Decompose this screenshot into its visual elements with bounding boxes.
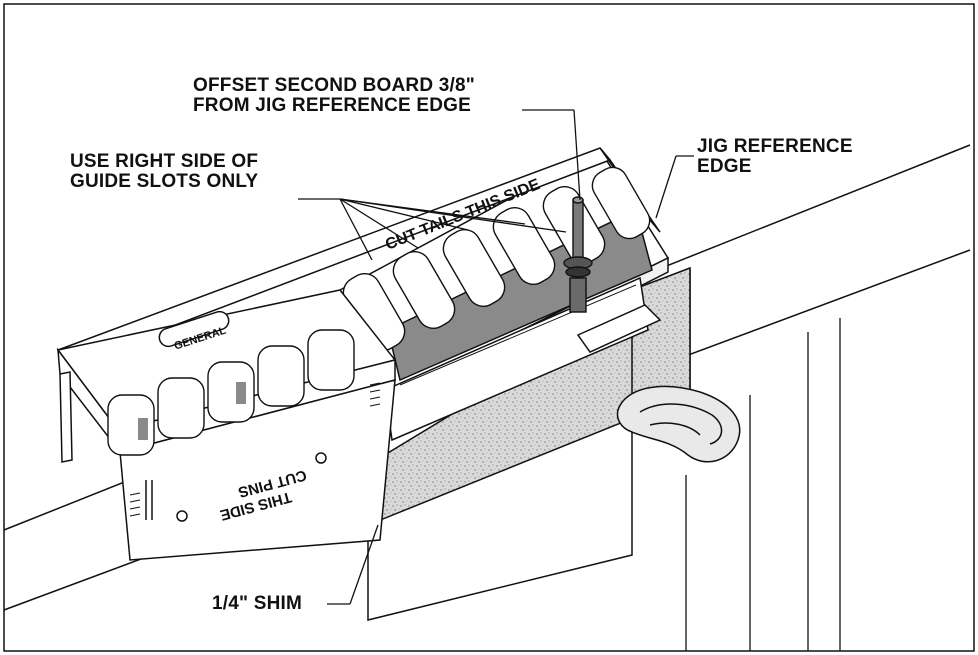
leader-lines [298, 109, 694, 605]
offset-callout: OFFSET SECOND BOARD 3/8" FROM JIG REFERE… [193, 76, 475, 116]
frame [3, 3, 975, 652]
offset-callout-line2: FROM JIG REFERENCE EDGE [193, 95, 472, 116]
reference-edge-callout-line1: JIG REFERENCE [697, 136, 853, 157]
reference-edge-callout-line2: EDGE [697, 156, 752, 177]
pin-slot-shades [138, 382, 246, 440]
brand-logo: GENERAL [158, 310, 230, 353]
vertical-board [685, 318, 841, 651]
shim-callout-line1: 1/4" SHIM [212, 593, 302, 614]
ruler-marks [129, 382, 381, 517]
clamp-knob-icon [616, 385, 741, 463]
shim-callout: 1/4" SHIM [212, 594, 302, 614]
guide-slots-callout: USE RIGHT SIDE OF GUIDE SLOTS ONLY [70, 152, 258, 192]
router-bit-icon [563, 196, 593, 313]
guide-slots-callout-line2: GUIDE SLOTS ONLY [70, 171, 259, 192]
offset-callout-line1: OFFSET SECOND BOARD 3/8" [193, 75, 475, 96]
reference-edge-callout: JIG REFERENCE EDGE [697, 137, 853, 177]
guide-slots-callout-line1: USE RIGHT SIDE OF [70, 151, 259, 172]
pin-guide-slots [107, 329, 355, 456]
